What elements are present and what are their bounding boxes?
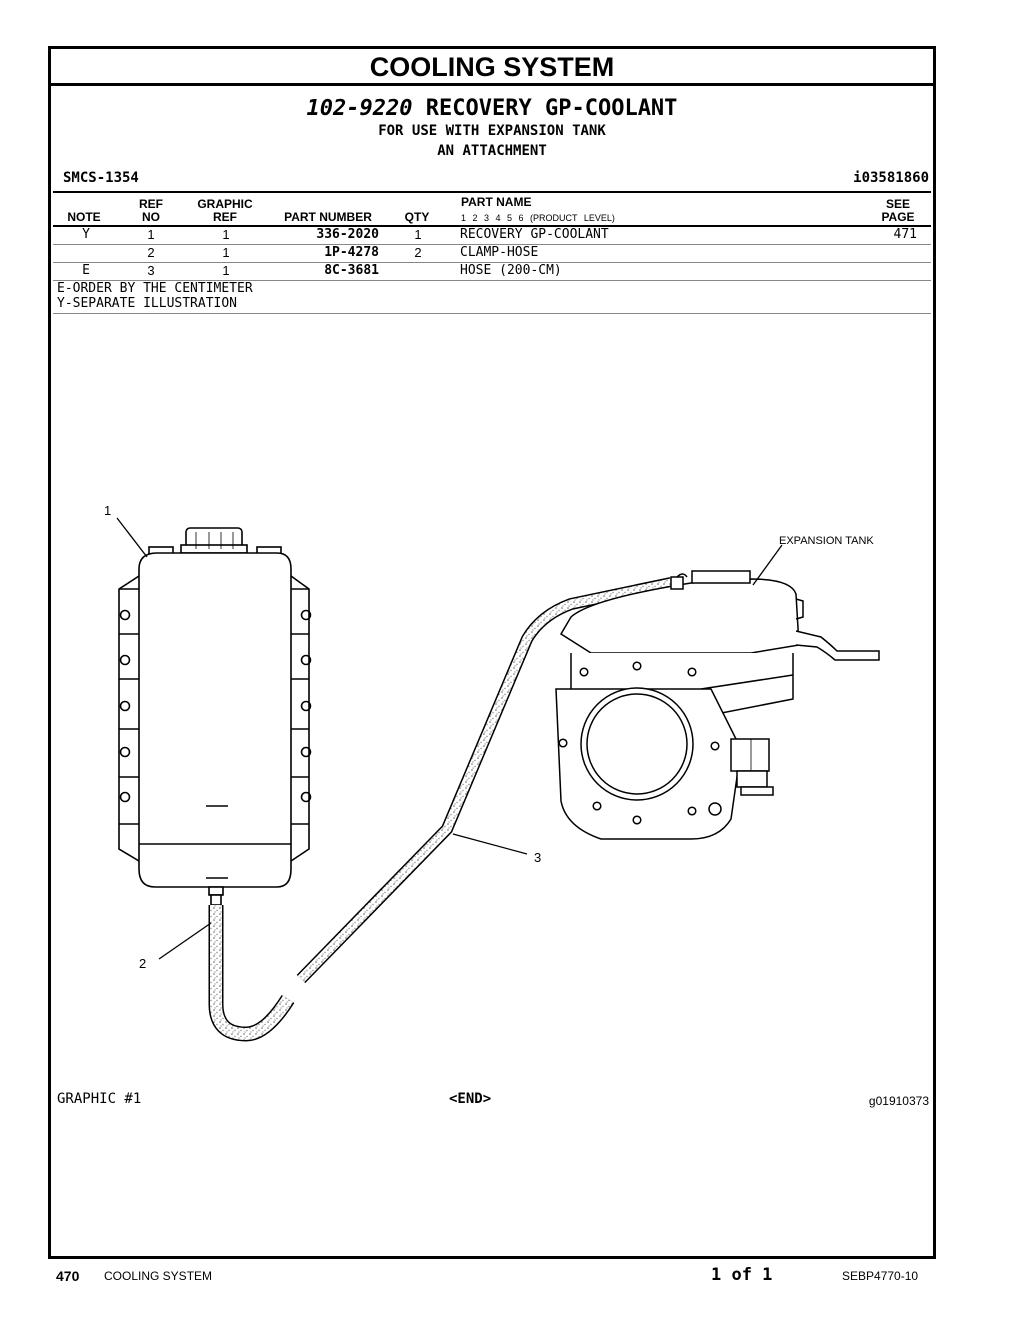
callout-3: 3 bbox=[534, 850, 541, 865]
row-rule bbox=[53, 262, 931, 263]
group-title: 102-9220 RECOVERY GP-COOLANT bbox=[51, 96, 933, 121]
notes-rule bbox=[53, 313, 931, 314]
note-e: E-ORDER BY THE CENTIMETER bbox=[57, 281, 253, 296]
row-ref: 3 bbox=[147, 263, 155, 278]
row-part-name: CLAMP-HOSE bbox=[460, 245, 539, 260]
group-name: RECOVERY GP-COOLANT bbox=[425, 96, 678, 121]
row-rule bbox=[53, 280, 931, 281]
usage-line-2: AN ATTACHMENT bbox=[437, 143, 547, 159]
graphic-id: g01910373 bbox=[868, 1094, 929, 1108]
publication-number: SEBP4770-10 bbox=[842, 1269, 919, 1283]
smcs-code: SMCS-1354 bbox=[63, 170, 139, 186]
col-part-name: PART NAME bbox=[461, 195, 532, 209]
row-part-name: HOSE (200-CM) bbox=[460, 263, 562, 278]
document-id: i03581860 bbox=[853, 170, 929, 186]
row-part-number: 8C-3681 bbox=[324, 263, 379, 278]
row-part-number: 336-2020 bbox=[316, 227, 379, 242]
expansion-tank-drawing bbox=[555, 570, 880, 840]
col-part-number: PART NUMBER bbox=[284, 210, 372, 224]
column-header-rule bbox=[53, 225, 931, 227]
parts-illustration: 1 2 3 EXPANSION TANK bbox=[104, 503, 880, 1042]
col-qty: QTY bbox=[404, 210, 430, 224]
row-note: Y bbox=[82, 227, 90, 242]
header-rule bbox=[53, 191, 931, 193]
col-graphic-top: GRAPHIC bbox=[197, 197, 253, 211]
row-note: E bbox=[82, 263, 90, 278]
col-ref-top: REF bbox=[139, 197, 163, 211]
section-title: COOLING SYSTEM bbox=[51, 49, 933, 86]
row-see-page: 471 bbox=[893, 227, 917, 242]
row-qty: 2 bbox=[414, 245, 422, 260]
row-graphic: 1 bbox=[222, 245, 230, 260]
page-frame: COOLING SYSTEM 102-9220 RECOVERY GP-COOL… bbox=[48, 46, 936, 1259]
row-graphic: 1 bbox=[222, 227, 230, 242]
page-of: 1 of 1 bbox=[711, 1265, 773, 1285]
row-graphic: 1 bbox=[222, 263, 230, 278]
row-qty: 1 bbox=[414, 227, 422, 242]
note-y: Y-SEPARATE ILLUSTRATION bbox=[57, 296, 238, 311]
leader-lines bbox=[116, 517, 783, 960]
col-graphic-bottom: REF bbox=[213, 210, 237, 224]
end-marker: <END> bbox=[449, 1091, 492, 1107]
row-ref: 1 bbox=[147, 227, 155, 242]
col-see-top: SEE bbox=[885, 197, 910, 211]
graphic-label: GRAPHIC #1 bbox=[57, 1091, 142, 1107]
col-ref-bottom: NO bbox=[142, 210, 160, 224]
row-ref: 2 bbox=[147, 245, 155, 260]
row-part-name: RECOVERY GP-COOLANT bbox=[460, 227, 609, 242]
col-note: NOTE bbox=[67, 210, 101, 224]
group-number: 102-9220 bbox=[306, 96, 413, 121]
recovery-tank-drawing bbox=[118, 527, 312, 906]
page-number: 470 bbox=[56, 1268, 80, 1284]
usage-line-1: FOR USE WITH EXPANSION TANK bbox=[378, 123, 606, 139]
callout-2: 2 bbox=[139, 956, 146, 971]
col-see-bottom: PAGE bbox=[881, 210, 915, 224]
row-rule bbox=[53, 244, 931, 245]
expansion-tank-label: EXPANSION TANK bbox=[779, 535, 874, 547]
footer-section: COOLING SYSTEM bbox=[104, 1269, 213, 1283]
row-part-number: 1P-4278 bbox=[324, 245, 379, 260]
col-product-levels: 1 2 3 4 5 6 (PRODUCT LEVEL) bbox=[461, 213, 615, 223]
callout-1: 1 bbox=[104, 503, 111, 518]
